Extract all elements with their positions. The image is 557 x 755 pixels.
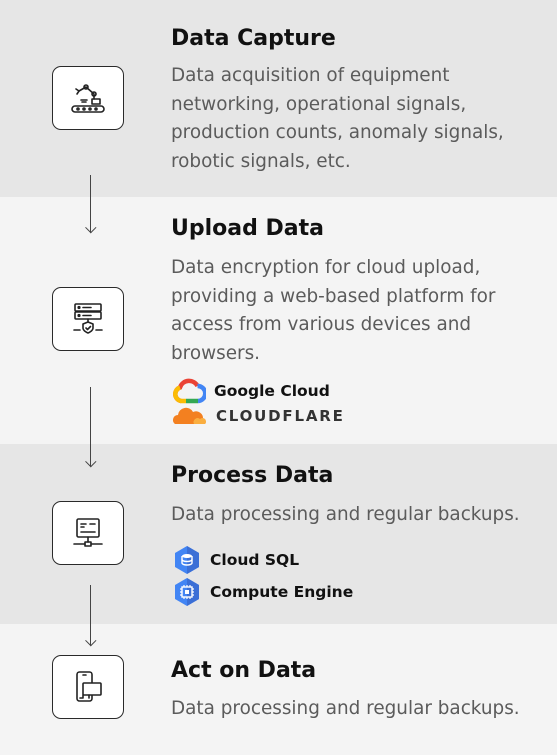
step-description: Data acquisition of equipment networking… bbox=[171, 62, 504, 176]
description-line: Data encryption for cloud upload, bbox=[171, 257, 481, 278]
mobile-desktop-icon bbox=[52, 655, 124, 719]
google-cloud-icon bbox=[173, 378, 206, 404]
step-title: Process Data bbox=[171, 463, 334, 488]
step-title: Upload Data bbox=[171, 216, 324, 241]
step-title: Data Capture bbox=[171, 26, 336, 51]
step-description: Data processing and regular backups. bbox=[171, 695, 520, 724]
flow-arrow bbox=[90, 585, 92, 645]
description-line: production counts, anomaly signals, bbox=[171, 122, 504, 143]
logo-label: Compute Engine bbox=[210, 583, 354, 601]
description-line: providing a web-based platform for bbox=[171, 285, 496, 307]
description-line: browsers. bbox=[171, 342, 261, 364]
cloud-sql-icon bbox=[175, 546, 199, 574]
cloudflare-logo: CLOUDFLARE bbox=[172, 406, 345, 426]
step-description: Data processing and regular backups. bbox=[171, 501, 520, 530]
flow-arrow bbox=[90, 387, 92, 466]
logo-label: Cloud SQL bbox=[210, 551, 300, 569]
flow-arrow bbox=[90, 175, 92, 232]
network-server-icon bbox=[52, 501, 124, 565]
compute-engine-icon bbox=[175, 578, 199, 606]
description-line: robotic signals, etc. bbox=[171, 150, 351, 172]
description-line: Data processing and regular backups. bbox=[171, 504, 520, 525]
compute-engine-logo: Compute Engine bbox=[172, 577, 353, 607]
google-cloud-logo: Google Cloud bbox=[172, 377, 330, 405]
step-title: Act on Data bbox=[171, 658, 317, 683]
step-description: Data encryption for cloud upload, provid… bbox=[171, 254, 495, 368]
description-line: Data acquisition of equipment bbox=[171, 65, 450, 86]
cloud-sql-logo: Cloud SQL bbox=[172, 545, 299, 575]
robot-arm-conveyor-icon bbox=[52, 66, 124, 130]
server-shield-icon bbox=[52, 287, 124, 351]
cloudflare-icon bbox=[173, 407, 207, 424]
description-line: access from various devices and bbox=[171, 314, 472, 335]
description-line: networking, operational signals, bbox=[171, 93, 467, 115]
logo-label: CLOUDFLARE bbox=[216, 407, 345, 425]
description-line: Data processing and regular backups. bbox=[171, 698, 520, 719]
logo-label: Google Cloud bbox=[214, 382, 330, 400]
